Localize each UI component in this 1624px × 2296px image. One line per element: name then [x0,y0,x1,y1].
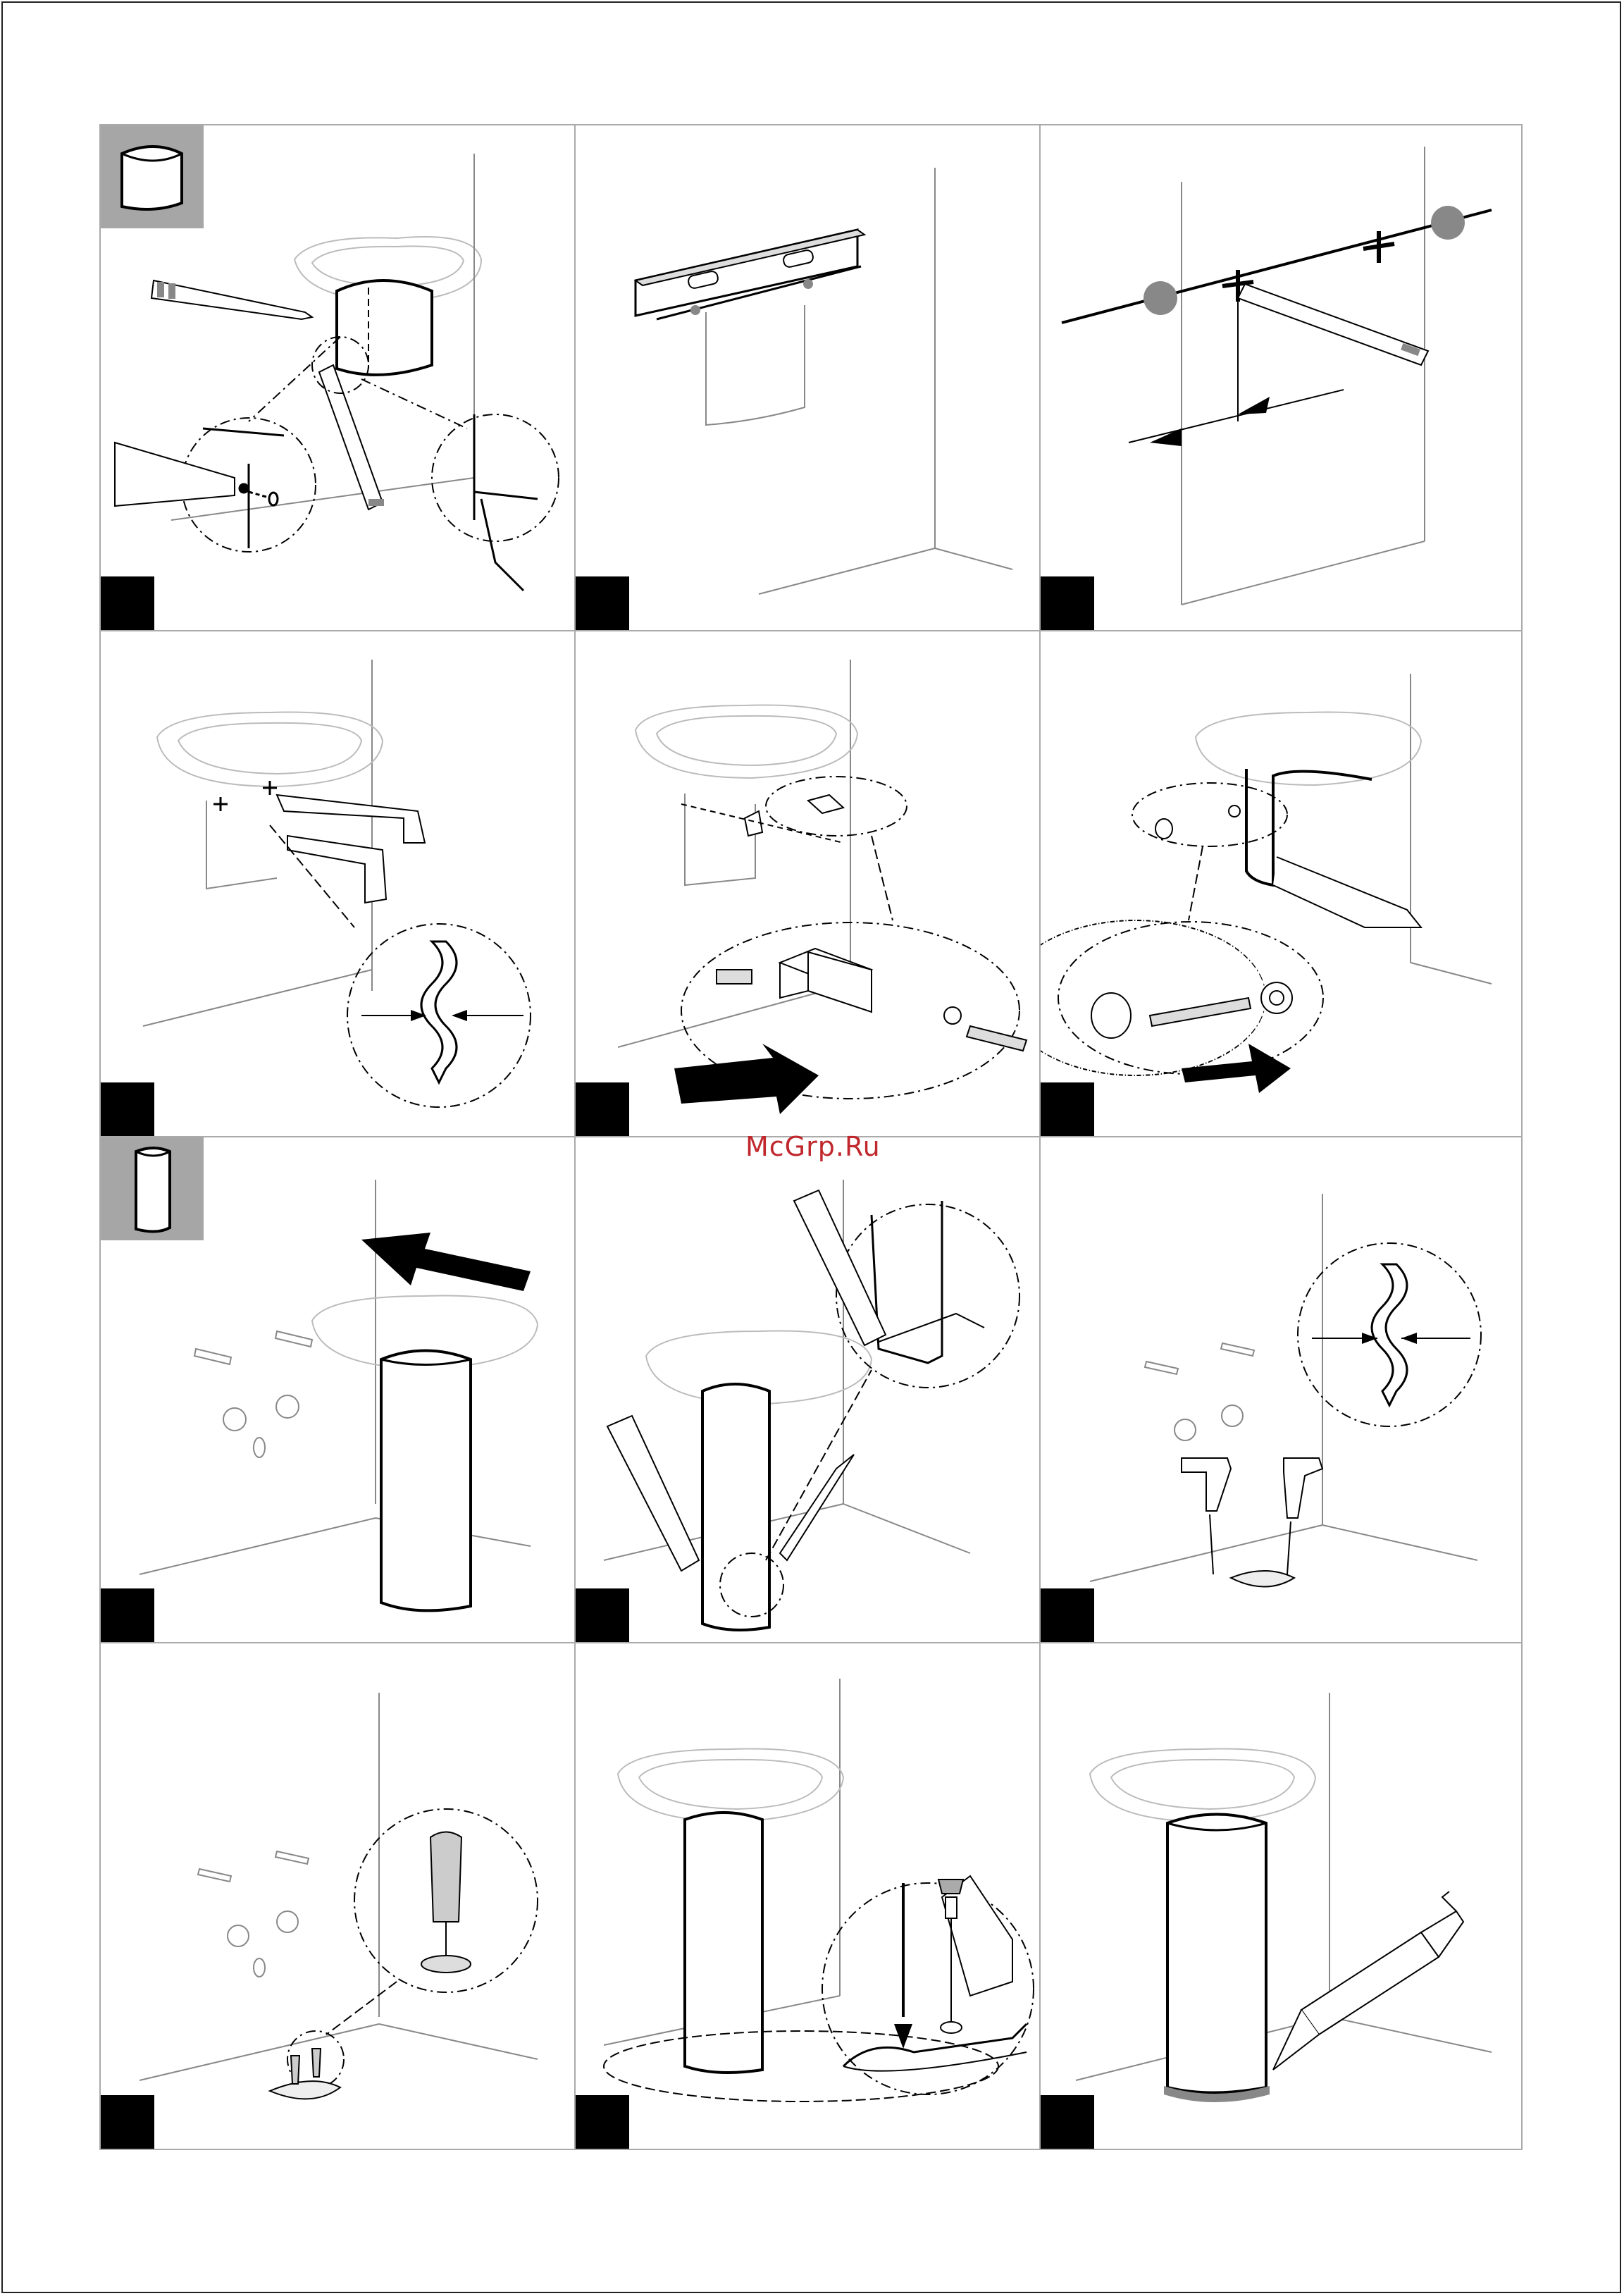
instruction-grid [99,124,1382,2150]
step-number-box [1041,576,1094,630]
step-number-box [576,2095,629,2149]
step-number-box [576,576,629,630]
step-number-box [576,1588,629,1642]
drilling-illustration [101,631,576,1137]
line-marking-illustration [1041,125,1523,631]
panel-5-fit-brackets [574,630,1041,1137]
panel-9-drill-floor [1039,1136,1523,1643]
floor-plug-illustration [101,1643,576,2150]
floor-drilling-illustration [1041,1137,1523,1643]
step-number-box [1041,1082,1094,1136]
step-number-box [1041,1588,1094,1642]
pedestal-floor-fixing-illustration [576,1643,1041,2150]
watermark-text: McGrp.Ru [745,1131,881,1162]
pencil-marking-illustration [101,125,576,631]
step-number-box [576,1082,629,1136]
panel-7-mount-full-pedestal [99,1136,576,1643]
step-number-box [101,1082,154,1136]
panel-1-mark-drill-points [99,124,576,631]
full-pedestal-illustration [101,1137,576,1643]
panel-11-fix-pedestal-floor [574,1642,1041,2150]
panel-3-mark-line [1039,124,1523,631]
half-pedestal-fixing-illustration [1041,631,1523,1137]
step-number-box [101,2095,154,2149]
bracket-fitting-illustration [576,631,1041,1137]
panel-4-drill-holes [99,630,576,1137]
step-number-box [101,576,154,630]
silicone-sealing-illustration [1041,1643,1523,2150]
panel-12-seal-silicone [1039,1642,1523,2150]
step-number-box [1041,2095,1094,2149]
step-number-box [101,1588,154,1642]
panel-10-insert-floor-plugs [99,1642,576,2150]
floor-marking-illustration [576,1137,1041,1643]
panel-2-level-wall [574,124,1041,631]
panel-8-mark-floor [574,1136,1041,1643]
spirit-level-illustration [576,125,1041,631]
panel-6-fix-half-pedestal [1039,630,1523,1137]
